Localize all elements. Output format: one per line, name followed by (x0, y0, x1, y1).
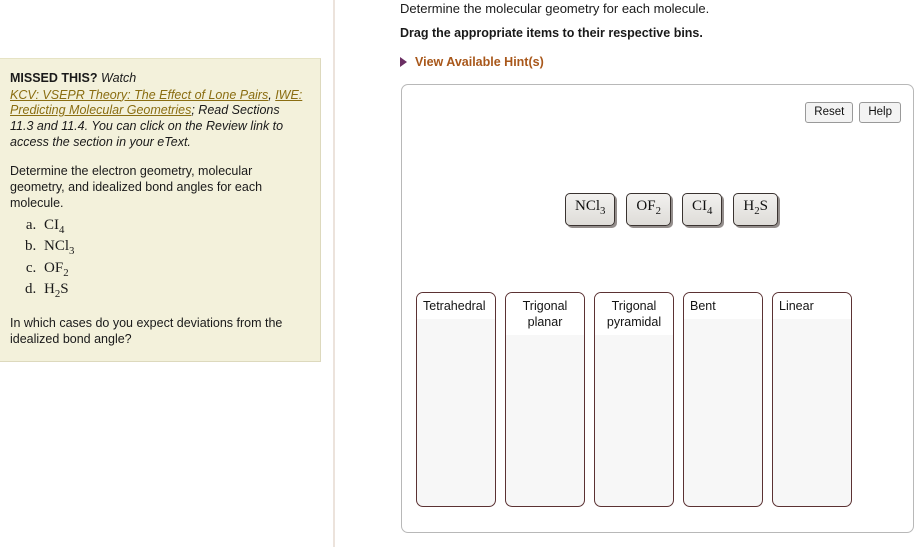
tile-of2-sub: 2 (655, 205, 662, 217)
missed-this-panel: MISSED THIS? Watch KCV: VSEPR Theory: Th… (0, 58, 321, 362)
list-item-c: OF2 (40, 260, 306, 282)
bin-label-tetrahedral: Tetrahedral (417, 293, 495, 319)
left-content-column: MISSED THIS? Watch KCV: VSEPR Theory: Th… (0, 0, 333, 547)
draggable-tile-h2s[interactable]: H2S (733, 193, 779, 226)
tile-ncl3-base: NCl (575, 198, 601, 214)
drop-bin-row: Tetrahedral Trigonal planar Trigonal pyr… (416, 292, 852, 507)
bin-label-trigonal-pyramidal: Trigonal pyramidal (595, 293, 673, 335)
tile-ci4-sub: 4 (707, 205, 713, 217)
formula-of2-base: OF (44, 259, 64, 276)
link-iwe-predicting-molecular-geometries[interactable]: IWE: Predicting Molecular Geometries (10, 87, 303, 118)
draggable-tile-ncl3[interactable]: NCl3 (565, 193, 616, 226)
formula-of2-sub: 2 (63, 266, 69, 279)
answer-workspace: Reset Help NCl3 OF2 CI4 H2S Tetrahedral … (401, 84, 914, 533)
semicolon-separator: ; (191, 103, 195, 118)
formula-ci4-base: CI (44, 216, 59, 233)
view-hints-label: View Available Hint(s) (415, 55, 544, 69)
closing-question: In which cases do you expect deviations … (10, 315, 283, 346)
formula-ci4-sub: 4 (59, 223, 65, 236)
column-divider (333, 0, 335, 547)
drop-bin-bent[interactable]: Bent (683, 292, 763, 507)
question-prompt: Determine the molecular geometry for eac… (400, 1, 710, 16)
tile-h2s-suffix: S (759, 198, 769, 214)
tile-of2-base: OF (636, 198, 656, 214)
formula-ncl3-sub: 3 (69, 245, 75, 258)
drop-bin-linear[interactable]: Linear (772, 292, 852, 507)
drop-bin-tetrahedral[interactable]: Tetrahedral (416, 292, 496, 507)
comma-separator: , (268, 87, 272, 102)
view-hints-toggle[interactable]: View Available Hint(s) (400, 55, 544, 69)
formula-h2s-base: H (44, 281, 55, 298)
tile-ci4-base: CI (692, 198, 708, 214)
paragraph-gap (10, 151, 306, 163)
missed-this-body: KCV: VSEPR Theory: The Effect of Lone Pa… (10, 88, 306, 151)
bin-label-trigonal-planar: Trigonal planar (506, 293, 584, 335)
bin-label-linear: Linear (773, 293, 851, 319)
drop-bin-trigonal-planar[interactable]: Trigonal planar (505, 292, 585, 507)
list-item-a: CI4 (40, 217, 306, 239)
tile-ncl3-sub: 3 (600, 205, 606, 217)
read-sections-text: Read Sections 11.3 and 11.4. You can cli… (10, 103, 284, 149)
watch-label: Watch (101, 71, 137, 85)
reset-button[interactable]: Reset (805, 102, 854, 123)
link-kcv-vsepr-theory[interactable]: KCV: VSEPR Theory: The Effect of Lone Pa… (10, 87, 269, 102)
tile-h2s-base: H (743, 198, 755, 214)
right-content-column: Determine the molecular geometry for eac… (396, 0, 920, 547)
missed-this-heading: MISSED THIS? Watch (10, 71, 306, 87)
draggable-tile-tray: NCl3 OF2 CI4 H2S (565, 193, 779, 226)
workspace-toolbar: Reset Help (805, 102, 901, 123)
bin-label-bent: Bent (684, 293, 762, 319)
paragraph-gap-2 (10, 303, 306, 315)
determine-instruction: Determine the electron geometry, molecul… (10, 163, 263, 210)
tile-h2s-sub: 2 (754, 205, 760, 217)
list-item-b: NCl3 (40, 238, 306, 260)
missed-this-label: MISSED THIS? (10, 71, 98, 85)
formula-ncl3-base: NCl (44, 238, 70, 255)
draggable-tile-of2[interactable]: OF2 (626, 193, 672, 226)
formula-h2s-suffix: S (60, 281, 69, 298)
draggable-tile-ci4[interactable]: CI4 (682, 193, 723, 226)
drag-instruction: Drag the appropriate items to their resp… (400, 26, 703, 40)
triangle-right-icon (400, 57, 407, 67)
drop-bin-trigonal-pyramidal[interactable]: Trigonal pyramidal (594, 292, 674, 507)
list-item-d: H2S (40, 281, 306, 303)
help-button[interactable]: Help (859, 102, 901, 123)
formula-h2s-sub: 2 (54, 288, 61, 301)
molecule-list: CI4 NCl3 OF2 H2S (10, 217, 306, 303)
